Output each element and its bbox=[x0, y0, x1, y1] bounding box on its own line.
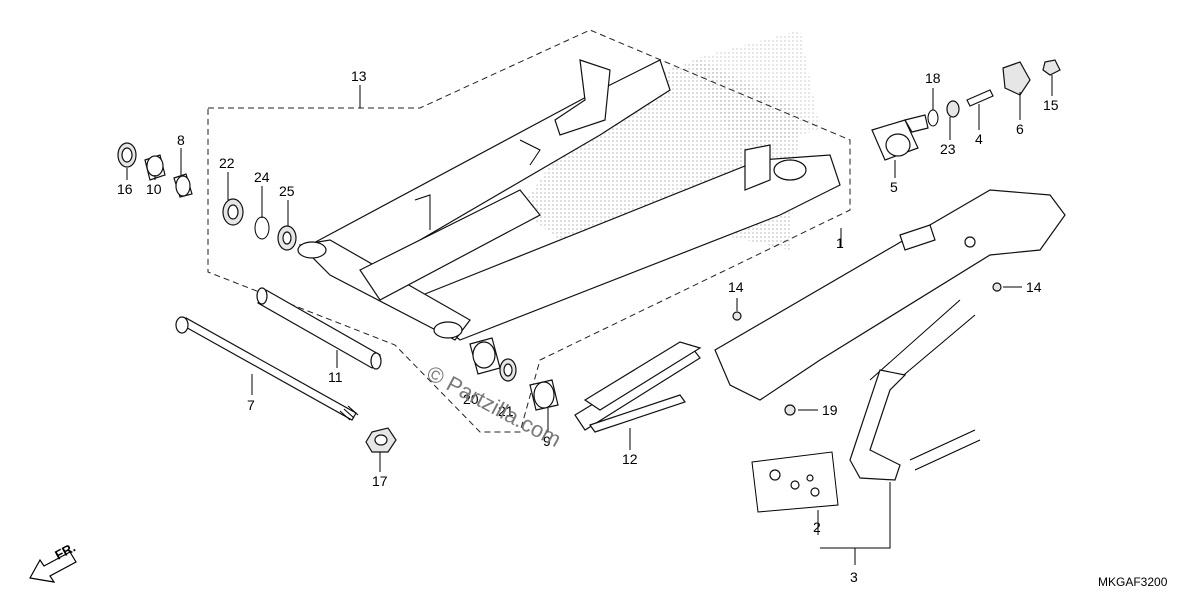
callout-16: 16 bbox=[117, 181, 133, 197]
diagram-code: MKGAF3200 bbox=[1098, 575, 1168, 589]
adjuster-parts bbox=[871, 59, 1061, 161]
callout-18: 18 bbox=[925, 70, 941, 86]
callout-24: 24 bbox=[254, 169, 270, 185]
callout-14-top: 14 bbox=[728, 279, 744, 295]
callout-8: 8 bbox=[177, 132, 185, 148]
chain-slider bbox=[574, 341, 702, 433]
callout-3: 3 bbox=[850, 569, 858, 585]
right-bushings bbox=[469, 337, 559, 411]
callout-21: 22 bbox=[219, 155, 235, 171]
left-bushings bbox=[117, 142, 193, 198]
callout-17: 17 bbox=[372, 473, 388, 489]
bolts bbox=[732, 282, 1002, 416]
callout-9: 9 bbox=[543, 433, 551, 449]
callout-22: 21 bbox=[498, 403, 514, 419]
callout-14-right: 14 bbox=[1026, 279, 1042, 295]
callout-23: 23 bbox=[940, 141, 956, 157]
callout-13: 13 bbox=[351, 68, 367, 84]
front-direction-indicator: FR. bbox=[29, 540, 78, 583]
swingarm bbox=[297, 59, 841, 341]
callout-11: 11 bbox=[328, 369, 343, 385]
chain-case bbox=[714, 189, 1066, 401]
callout-4: 4 bbox=[975, 131, 983, 147]
callout-19: 19 bbox=[822, 402, 838, 418]
callout-1: 1 bbox=[836, 235, 844, 251]
callout-2: 2 bbox=[813, 519, 821, 535]
callout-12: 12 bbox=[622, 451, 638, 467]
callout-7: 7 bbox=[247, 397, 255, 413]
pivot-bolt bbox=[175, 316, 359, 421]
left-bearings bbox=[222, 198, 297, 251]
callout-25: 25 bbox=[279, 183, 295, 199]
direction-arrow-icon bbox=[29, 551, 77, 583]
leader-lines bbox=[126, 75, 1053, 565]
master-link-kit bbox=[751, 451, 839, 513]
callout-15: 15 bbox=[1043, 97, 1059, 113]
callouts: 1 2 3 4 5 6 7 8 9 10 11 12 13 14 14 15 1… bbox=[117, 68, 1059, 585]
pivot-collar bbox=[256, 287, 382, 370]
callout-10: 10 bbox=[146, 181, 162, 197]
assembly-13-outline bbox=[207, 29, 851, 433]
callout-20: 20 bbox=[463, 391, 479, 407]
drive-chain bbox=[849, 299, 981, 481]
callout-5: 5 bbox=[890, 179, 898, 195]
callout-6: 6 bbox=[1016, 121, 1024, 137]
nut-17 bbox=[365, 427, 397, 453]
